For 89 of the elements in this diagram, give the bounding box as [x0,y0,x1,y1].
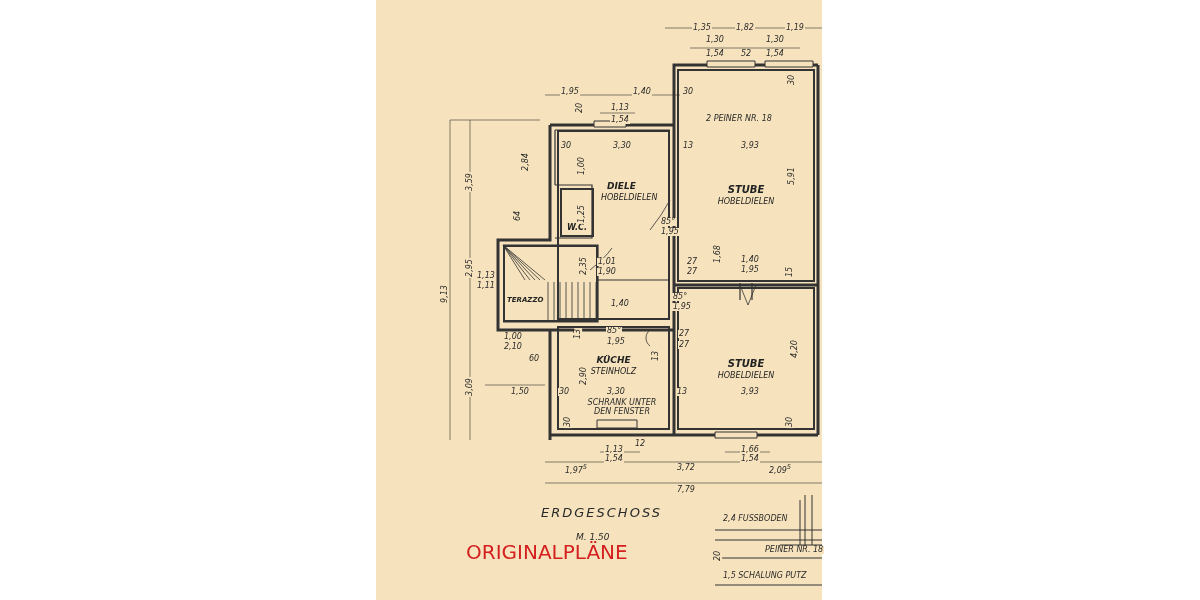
dimension-label: 1,54 [705,50,725,58]
section-note: 2,4 FUSSBODEN [722,515,789,523]
dimension-label: 1,95 [560,88,580,96]
dimension-label: 1,50 [510,388,530,396]
floor-material-note: HOBELDIELEN [716,372,776,380]
dimension-label: 1,40 [632,88,652,96]
dimension-label: 30 [682,88,695,96]
dimension-label: 7,79 [676,486,696,494]
dimension-label: 27 [686,258,699,266]
dimension-label: 1,40 [740,256,760,264]
dimension-label: 1,11 [476,282,496,290]
section-note: PEINER NR. 18 [764,546,825,554]
dimension-label: 3,09 [465,377,474,397]
scale-note: M. 1.50 [575,533,611,542]
dimension-label: 12 [634,440,647,448]
room-name: STUBE [726,359,766,369]
dimension-label: 1,54 [765,50,785,58]
dimension-label: 1,54 [610,116,630,124]
dimension-label: 4,20 [790,339,799,359]
dimension-label: 3,72 [676,464,696,472]
dimension-label: 2,10 [503,343,523,351]
dimension-label: 30 [786,415,795,429]
room-outline [677,69,815,282]
dimension-label: 1,95 [660,228,680,236]
dimension-label: 1,01 [597,258,617,266]
dimension-label: 1,54 [604,455,624,463]
dimension-label: 27 [678,330,691,338]
dimension-label: 30 [560,142,573,150]
room-name: STUBE [726,185,766,195]
dimension-label: 1,40 [610,300,630,308]
floor-material-note: HOBELDIELEN [601,194,658,202]
dimension-label: 27 [678,341,691,349]
dimension-label: 1,35 [692,24,712,32]
dimension-label: 3,30 [612,142,632,150]
dimension-label: 52 [740,50,753,58]
dimension-label: 2,90 [579,366,588,386]
room-outline [560,188,594,237]
dimension-label: 1,95 [740,266,760,274]
dimension-label: 1,00 [577,156,586,176]
room-name: DIELE [607,182,636,191]
dimension-label: 9,13 [440,284,449,304]
dimension-label: 15 [786,265,795,279]
dimension-label: 3,30 [606,388,626,396]
dimension-label: 1,66 [740,446,760,454]
dimension-label: 2,35 [579,256,588,276]
drawing-title: ERDGESCHOSS [540,506,663,519]
dimension-label: 2,84 [521,152,530,172]
section-note: 1,5 SCHALUNG PUTZ [722,572,808,580]
dimension-label: 13 [574,327,583,341]
dimension-label: 30 [788,73,797,87]
room-outline [557,326,670,430]
dimension-label: 30 [558,388,571,396]
dimension-label: 13 [652,349,661,363]
dimension-label: 1,95 [672,303,692,311]
dimension-label: 3,93 [740,388,760,396]
dimension-label: 2,95 [465,258,474,278]
annotation-text: ORIGINALPLÄNE [465,542,629,562]
dimension-label: 60 [528,355,541,363]
dimension-label: 1,19 [785,24,805,32]
dimension-label: 64 [514,209,523,223]
dimension-label: 2 PEINER NR. 18 [705,115,773,123]
dimension-label: 1,90 [597,268,617,276]
dimension-label: 30 [564,415,573,429]
dimension-label: 2,09$^{5}$ [768,464,793,475]
floor-material-note: HOBELDIELEN [716,198,776,206]
dimension-label: 1,13 [610,104,630,112]
dimension-label: 1,97$^{5}$ [564,464,589,475]
dimension-label: 1,95 [606,338,626,346]
room-name: W.C. [565,224,589,232]
dimension-label: 3,59 [465,172,474,192]
dimension-label: 1,30 [705,36,725,44]
dimension-label: 20 [714,549,723,563]
dimension-label: 1,00 [503,333,523,341]
dimension-label: 1,68 [713,244,722,264]
dimension-label: 85° [606,327,623,335]
dimension-label: 5,91 [787,166,796,186]
dimension-label: 27 [686,268,699,276]
room-outline [503,245,598,322]
dimension-label: 1,13 [476,272,496,280]
dimension-label: 1,30 [765,36,785,44]
dimension-label: 1,25 [577,204,586,224]
dimension-label: 1,54 [740,455,760,463]
dimension-label: 3,93 [740,142,760,150]
dimension-label: 20 [576,101,585,115]
dimension-label: 13 [676,388,689,396]
dimension-label: 85° [672,293,689,301]
dimension-label: 1,13 [604,446,624,454]
dimension-label: 1,82 [735,24,755,32]
dimension-label: 13 [682,142,695,150]
